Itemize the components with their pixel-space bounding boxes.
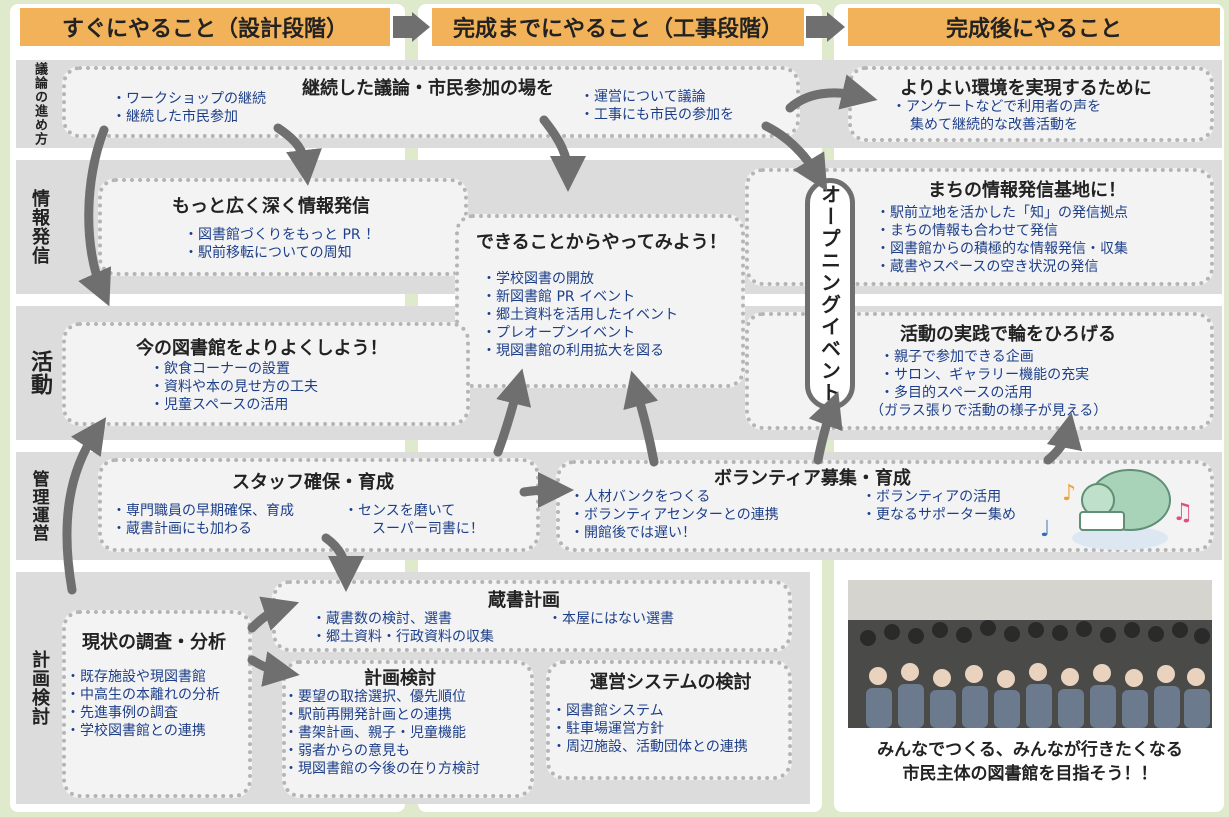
header-construction: 完成までにやること（工事段階）	[432, 8, 804, 46]
list-item: 人材バンクをつくる	[570, 488, 779, 506]
list-item: 先進事例の調査	[66, 704, 220, 722]
collection-line1: ・蔵書数の検討、選書	[312, 611, 452, 627]
list-item: 開館後では遅い！	[570, 524, 779, 542]
better-env-box	[848, 66, 1214, 142]
list-item: 要望の取捨選択、優先順位	[284, 688, 480, 706]
list-item: ボランティアの活用	[862, 488, 1016, 506]
list-item: 駅前再開発計画との連携	[284, 706, 480, 724]
list-item: 駐車場運営方針	[552, 720, 748, 738]
band-label-info: 情報発信	[29, 189, 50, 265]
list-item: 専門職員の早期確保、育成	[112, 502, 294, 520]
collection-box	[272, 580, 792, 652]
list-item: プレオープンイベント	[482, 324, 678, 342]
ops-system-list: 図書館システム 駐車場運営方針 周辺施設、活動団体との連携	[552, 702, 748, 756]
list-item: 親子で参加できる企画	[880, 348, 1089, 366]
header-arrow-1-bar	[393, 16, 413, 38]
better-env-line1: ・アンケートなどで利用者の声を	[892, 99, 1102, 115]
better-env-line2: 集めて継続的な改善活動を	[910, 117, 1078, 133]
practice-list: 親子で参加できる企画 サロン、ギャラリー機能の充実 多目的スペースの活用	[880, 348, 1089, 402]
list-item: 既存施設や現図書館	[66, 668, 220, 686]
list-item: まちの情報も合わせて発信	[876, 222, 1128, 240]
volunteer-right-list: ボランティアの活用 更なるサポーター集め	[862, 488, 1016, 524]
staff-left-list: 専門職員の早期確保、育成 蔵書計画にも加わる	[112, 502, 294, 538]
survey-list: 既存施設や現図書館 中高生の本離れの分析 先進事例の調査 学校図書館との連携	[66, 668, 220, 740]
collection-title: 蔵書計画	[488, 590, 560, 611]
info-wide-list: 図書館づくりをもっと PR ！ 駅前移転についての周知	[184, 226, 379, 262]
slogan: みんなでつくる、みんなが行きたくなる 市民主体の図書館を目指そう！！	[848, 738, 1212, 786]
list-item: ボランティアセンターとの連携	[570, 506, 779, 524]
discussion-left-list: ワークショップの継続 継続した市民参加	[112, 90, 266, 126]
group-photo	[848, 580, 1212, 728]
info-base-title: まちの情報発信基地に！	[928, 180, 1126, 201]
header-arrow-2	[827, 12, 845, 42]
list-item: 図書館システム	[552, 702, 748, 720]
list-item: 駅前立地を活かした「知」の発信拠点	[876, 204, 1128, 222]
group-photo-people-icon	[848, 580, 1212, 728]
list-item: 工事にも市民の参加を	[580, 106, 734, 124]
band-label-management: 管理運営	[28, 470, 49, 542]
list-item: 中高生の本離れの分析	[66, 686, 220, 704]
improve-title: 今の図書館をよりよくしよう！	[136, 338, 388, 359]
list-item: 蔵書計画にも加わる	[112, 520, 294, 538]
list-item: 周辺施設、活動団体との連携	[552, 738, 748, 756]
list-item: 学校図書の開放	[482, 270, 678, 288]
band-label-planning: 計画検討	[29, 650, 50, 726]
collection-line3: ・本屋にはない選書	[548, 611, 674, 627]
list-item: 学校図書館との連携	[66, 722, 220, 740]
info-wide-title: もっと広く深く情報発信	[172, 196, 370, 217]
list-item: 継続した市民参加	[112, 108, 266, 126]
list-item: 蔵書やスペースの空き状況の発信	[876, 258, 1128, 276]
volunteer-left-list: 人材バンクをつくる ボランティアセンターとの連携 開館後では遅い！	[570, 488, 779, 542]
list-item: 児童スペースの活用	[150, 396, 318, 414]
list-item: 郷土資料を活用したイベント	[482, 306, 678, 324]
list-item: 駅前移転についての周知	[184, 244, 379, 262]
volunteer-title: ボランティア募集・育成	[714, 468, 911, 489]
practice-title: 活動の実践で輪をひろげる	[900, 324, 1116, 345]
header-arrow-2-bar	[806, 16, 828, 38]
slogan-line1: みんなでつくる、みんなが行きたくなる	[877, 740, 1183, 760]
list-item: 現図書館の今後の在り方検討	[284, 760, 480, 778]
plan-review-list: 要望の取捨選択、優先順位 駅前再開発計画との連携 書架計画、親子・児童機能 弱者…	[284, 688, 480, 778]
ops-system-title: 運営システムの検討	[590, 672, 752, 693]
list-item: 飲食コーナーの設置	[150, 360, 318, 378]
better-env-title: よりよい環境を実現するために	[900, 78, 1152, 99]
list-item: 現図書館の利用拡大を図る	[482, 342, 678, 360]
discussion-right-list: 運営について議論 工事にも市民の参加を	[580, 88, 734, 124]
list-item: ワークショップの継続	[112, 90, 266, 108]
list-item: 多目的スペースの活用	[880, 384, 1089, 402]
try-now-title: できることからやってみよう！	[476, 232, 727, 253]
slogan-line2: 市民主体の図書館を目指そう！！	[902, 764, 1158, 784]
list-item: 資料や本の見せ方の工夫	[150, 378, 318, 396]
staff-right-line1: ・センスを磨いて	[344, 503, 456, 519]
band-label-activity: 活動	[27, 350, 52, 396]
staff-right-line2: スーパー司書に！	[372, 521, 484, 537]
practice-note: （ガラス張りで活動の様子が見える）	[870, 403, 1108, 419]
opening-event: オープニングイベント	[805, 178, 855, 410]
list-item: 図書館づくりをもっと PR ！	[184, 226, 379, 244]
list-item: サロン、ギャラリー機能の充実	[880, 366, 1089, 384]
improve-list: 飲食コーナーの設置 資料や本の見せ方の工夫 児童スペースの活用	[150, 360, 318, 414]
plan-review-title: 計画検討	[364, 668, 436, 689]
list-item: 弱者からの意見も	[284, 742, 480, 760]
discussion-title: 継続した議論・市民参加の場を	[302, 78, 554, 99]
band-label-discussion: 議論の進め方	[32, 62, 47, 146]
list-item: 更なるサポーター集め	[862, 506, 1016, 524]
collection-line2: ・郷土資料・行政資料の収集	[312, 629, 494, 645]
list-item: 図書館からの積極的な情報発信・収集	[876, 240, 1128, 258]
try-now-list: 学校図書の開放 新図書館 PR イベント 郷土資料を活用したイベント プレオープ…	[482, 270, 678, 360]
header-arrow-1	[412, 12, 430, 42]
list-item: 書架計画、親子・児童機能	[284, 724, 480, 742]
survey-title: 現状の調査・分析	[82, 632, 226, 653]
staff-title: スタッフ確保・育成	[232, 472, 394, 493]
list-item: 運営について議論	[580, 88, 734, 106]
header-design: すぐにやること（設計段階）	[20, 8, 390, 46]
header-after: 完成後にやること	[848, 8, 1220, 46]
list-item: 新図書館 PR イベント	[482, 288, 678, 306]
info-base-list: 駅前立地を活かした「知」の発信拠点 まちの情報も合わせて発信 図書館からの積極的…	[876, 204, 1128, 276]
